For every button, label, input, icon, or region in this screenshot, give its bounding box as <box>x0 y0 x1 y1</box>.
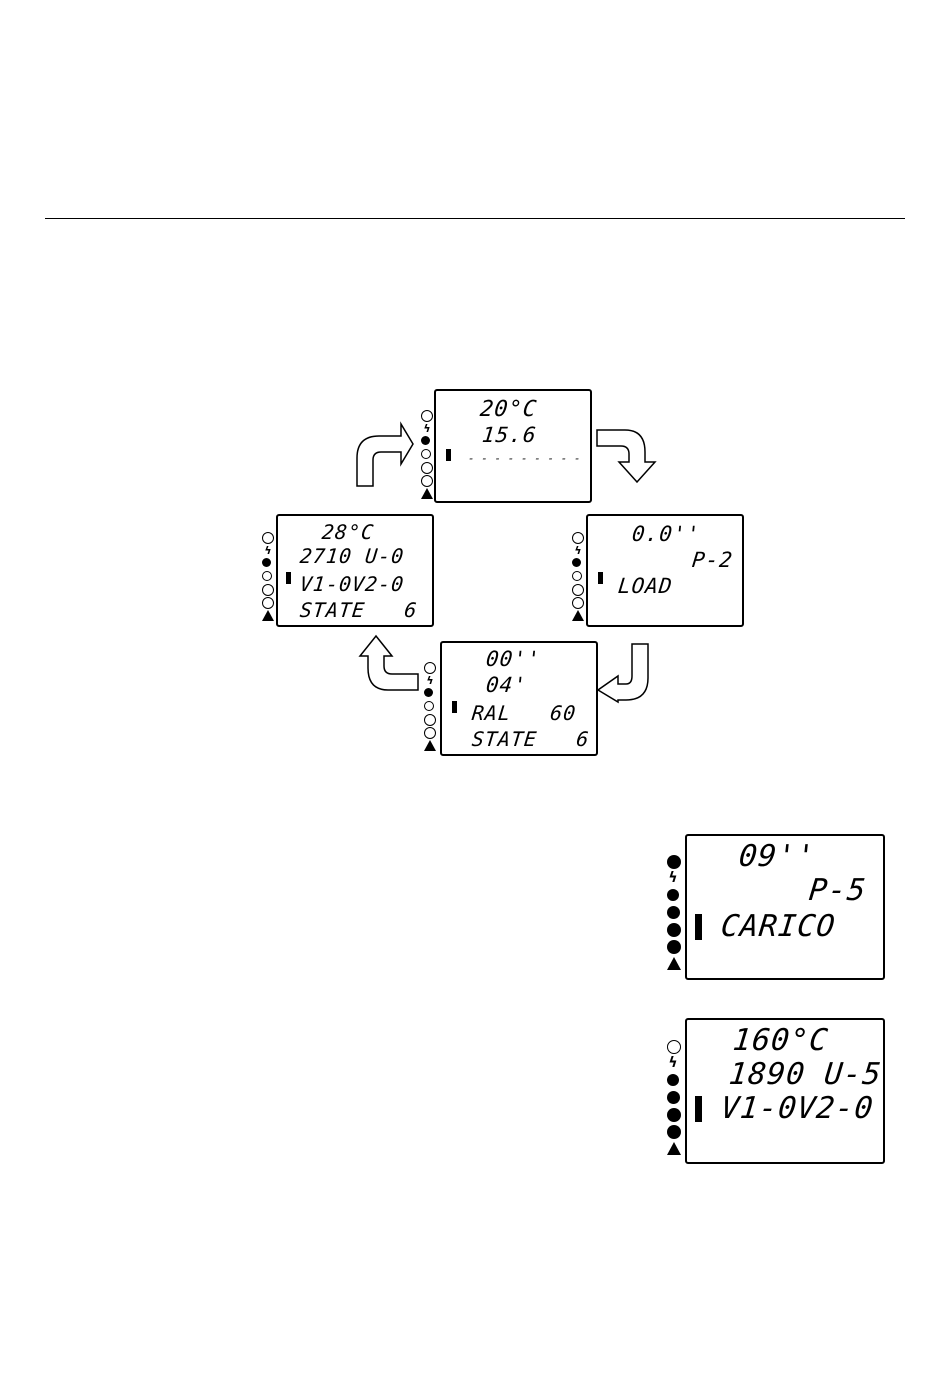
bolt-icon: ϟ <box>667 872 679 884</box>
nozzle-icon <box>667 1074 679 1086</box>
bolt-icon: ϟ <box>667 1057 679 1069</box>
screen-line-1: 20°C <box>479 399 538 421</box>
pump-icon <box>262 597 274 609</box>
screen-line-2: 1890 U-5 <box>727 1060 883 1090</box>
display-screen-left: 28°C 2710 U-0 V1-0V2-0 STATE 6 <box>276 514 434 627</box>
nozzle-icon <box>421 436 430 445</box>
horizontal-rule <box>45 218 905 219</box>
clock-icon <box>667 1040 681 1054</box>
cycle-arrow-down-left <box>596 642 652 704</box>
nozzle-icon <box>262 558 271 567</box>
screen-line-1: 0.0'' <box>631 524 701 545</box>
cycle-arrow-right-down <box>595 428 657 484</box>
example-display-2: 160°C 1890 U-5 V1-0V2-0 <box>685 1018 885 1164</box>
nozzle-icon <box>424 688 433 697</box>
example-display-1: 09'' P-5 CARICO <box>685 834 885 980</box>
clock-icon <box>667 855 681 869</box>
igniter-icon <box>667 1091 680 1104</box>
screen-line-2: 15.6 <box>481 425 538 446</box>
screen-line-1: 09'' <box>737 842 816 872</box>
nozzle-icon <box>667 889 679 901</box>
row-indicator <box>598 572 603 584</box>
pump-icon <box>572 597 584 609</box>
warning-icon <box>572 610 584 621</box>
cycle-arrow-left-up <box>358 632 420 692</box>
igniter-icon <box>262 571 272 581</box>
fan-icon <box>424 714 436 726</box>
fan-icon <box>262 584 274 596</box>
pump-icon <box>667 940 681 954</box>
display-screen-top: 20°C 15.6 - - - - - - - - - <box>434 389 592 503</box>
warning-icon <box>421 488 433 499</box>
fan-icon <box>572 584 584 596</box>
bolt-icon: ϟ <box>572 545 584 557</box>
screen-line-2: P-5 <box>807 876 867 906</box>
bolt-icon: ϟ <box>421 423 433 435</box>
nozzle-icon <box>572 558 581 567</box>
row-indicator <box>446 449 451 461</box>
row-indicator <box>695 914 702 940</box>
screen-line-4: STATE 6 <box>299 600 418 620</box>
screen-line-4: STATE 6 <box>471 729 590 749</box>
display-screen-right: 0.0'' P-2 LOAD <box>586 514 744 627</box>
screen-line-3: V1-0V2-0 <box>299 574 405 594</box>
clock-icon <box>572 532 584 544</box>
screen-line-3: V1-0V2-0 <box>719 1094 875 1124</box>
screen-line-3: - - - - - - - - - <box>467 453 581 464</box>
warning-icon <box>667 957 681 970</box>
screen-line-1: 00'' <box>485 649 542 670</box>
screen-line-2: 04' <box>485 675 528 696</box>
warning-icon <box>424 740 436 751</box>
row-indicator <box>452 701 457 713</box>
clock-icon <box>262 532 274 544</box>
fan-icon <box>667 923 681 937</box>
igniter-icon <box>667 906 680 919</box>
row-indicator <box>695 1096 702 1122</box>
screen-line-3: CARICO <box>719 912 837 942</box>
screen-line-2: P-2 <box>691 550 734 571</box>
screen-line-2: 2710 U-0 <box>299 546 405 566</box>
warning-icon <box>262 610 274 621</box>
display-screen-bottom: 00'' 04' RAL 60 STATE 6 <box>440 641 598 756</box>
cycle-arrow-up-right <box>355 420 415 488</box>
row-indicator <box>286 572 291 584</box>
igniter-icon <box>424 701 434 711</box>
bolt-icon: ϟ <box>262 545 274 557</box>
clock-icon <box>421 410 433 422</box>
screen-line-3: RAL 60 <box>471 703 577 723</box>
pump-icon <box>667 1125 681 1139</box>
clock-icon <box>424 662 436 674</box>
pump-icon <box>421 475 433 487</box>
igniter-icon <box>572 571 582 581</box>
fan-icon <box>667 1108 681 1122</box>
screen-line-1: 28°C <box>321 522 375 542</box>
screen-line-1: 160°C <box>731 1026 829 1056</box>
igniter-icon <box>421 449 431 459</box>
fan-icon <box>421 462 433 474</box>
screen-line-3: LOAD <box>617 576 674 597</box>
pump-icon <box>424 727 436 739</box>
bolt-icon: ϟ <box>424 675 436 687</box>
warning-icon <box>667 1142 681 1155</box>
